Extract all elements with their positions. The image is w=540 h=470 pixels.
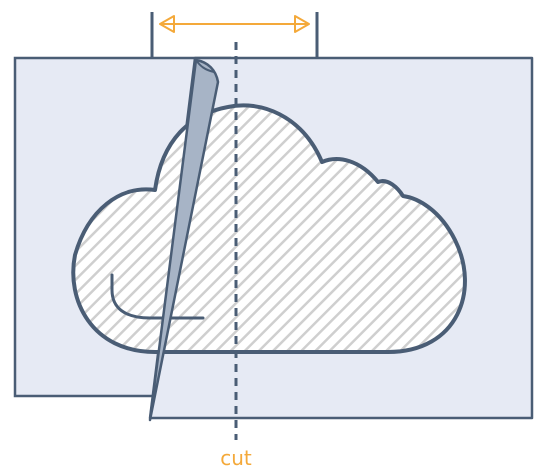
double-headed-arrow-icon	[160, 16, 309, 32]
cut-label: cut	[210, 447, 262, 469]
